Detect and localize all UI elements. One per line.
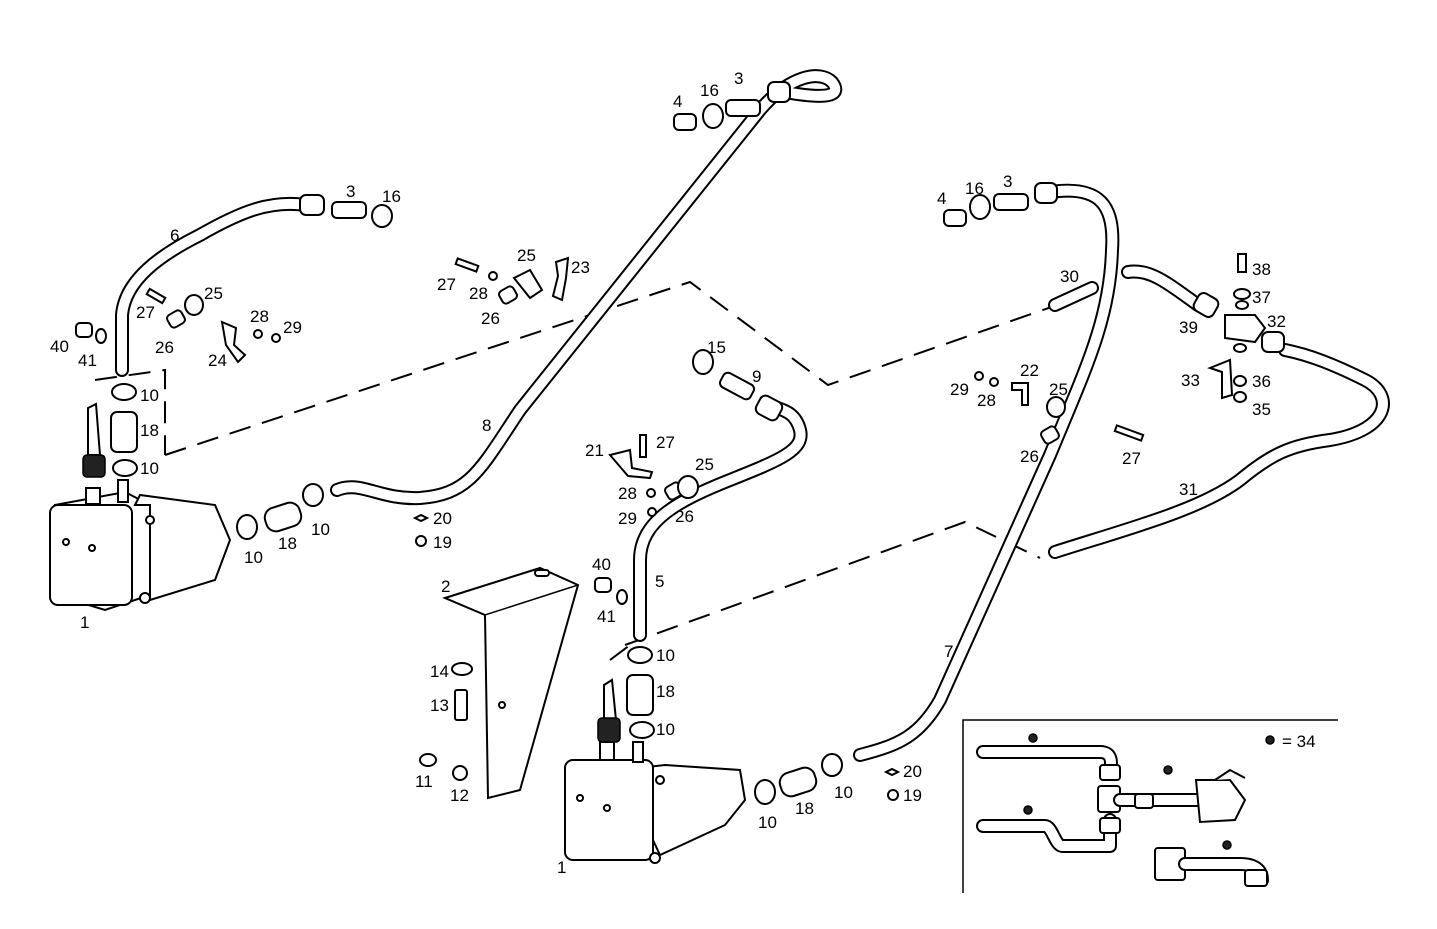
right-hose-parts [754,753,901,805]
label-3: 3 [1003,172,1012,191]
label-2: 2 [441,577,450,596]
left-stack-parts [110,383,138,477]
label-26: 26 [675,507,694,526]
label-29: 29 [283,318,302,337]
label-23: 23 [571,258,590,277]
label-29: 29 [950,380,969,399]
label-16: 16 [382,187,401,206]
part-labels: 1 1 2 3 3 3 4 4 5 6 7 8 9 10 10 10 10 10… [50,69,1286,877]
label-1: 1 [80,613,89,632]
label-22: 22 [1020,361,1039,380]
label-36: 36 [1252,372,1271,391]
bracket [419,566,580,800]
label-28: 28 [977,391,996,410]
label-19: 19 [433,533,452,552]
label-28: 28 [250,307,269,326]
label-25: 25 [1049,380,1068,399]
label-41: 41 [597,607,616,626]
label-16: 16 [965,179,984,198]
inset-box: = 34 [962,719,1338,893]
label-10: 10 [311,520,330,539]
label-6: 6 [170,226,179,245]
label-19: 19 [903,786,922,805]
label-39: 39 [1179,318,1198,337]
label-10: 10 [834,783,853,802]
dashed-assembly-lines [94,280,1101,661]
left-hose-parts [236,483,430,547]
label-37: 37 [1252,288,1271,307]
label-33: 33 [1181,371,1200,390]
label-25: 25 [517,246,536,265]
label-4: 4 [937,189,946,208]
label-25: 25 [204,284,223,303]
fittings [75,81,1285,605]
label-5: 5 [655,572,664,591]
label-38: 38 [1252,260,1271,279]
label-10: 10 [758,813,777,832]
label-25: 25 [695,455,714,474]
label-41: 41 [78,351,97,370]
inset-legend: = 34 [1282,732,1316,751]
label-26: 26 [155,338,174,357]
label-9: 9 [752,367,761,386]
label-7: 7 [944,642,953,661]
label-10: 10 [656,646,675,665]
label-30: 30 [1060,267,1079,286]
label-27: 27 [656,433,675,452]
right-reservoir [564,678,747,864]
label-14: 14 [430,662,449,681]
label-21: 21 [585,441,604,460]
label-10: 10 [140,386,159,405]
legend-dot-icon [1265,735,1275,745]
label-27: 27 [136,303,155,322]
label-11: 11 [415,772,433,791]
label-3: 3 [346,182,355,201]
right-stack-parts [626,646,655,739]
label-26: 26 [1020,447,1039,466]
label-12: 12 [450,786,469,805]
label-15: 15 [707,338,726,357]
label-18: 18 [795,799,814,818]
label-35: 35 [1252,400,1271,419]
label-40: 40 [592,555,611,574]
label-27: 27 [1122,449,1141,468]
label-26: 26 [481,309,500,328]
tubes [115,69,1390,762]
label-29: 29 [618,509,637,528]
label-8: 8 [482,416,491,435]
label-20: 20 [903,762,922,781]
label-18: 18 [278,534,297,553]
label-10: 10 [140,459,159,478]
left-reservoir [49,402,232,612]
label-1: 1 [557,858,566,877]
label-18: 18 [656,682,675,701]
label-28: 28 [469,284,488,303]
label-16: 16 [700,81,719,100]
label-13: 13 [430,696,449,715]
label-20: 20 [433,509,452,528]
label-28: 28 [618,484,637,503]
label-40: 40 [50,337,69,356]
label-31: 31 [1179,480,1198,499]
label-27: 27 [437,275,456,294]
label-4: 4 [673,92,682,111]
label-10: 10 [656,720,675,739]
label-32: 32 [1267,312,1286,331]
label-18: 18 [140,421,159,440]
label-10: 10 [244,548,263,567]
label-24: 24 [208,351,227,370]
label-3: 3 [734,69,743,88]
